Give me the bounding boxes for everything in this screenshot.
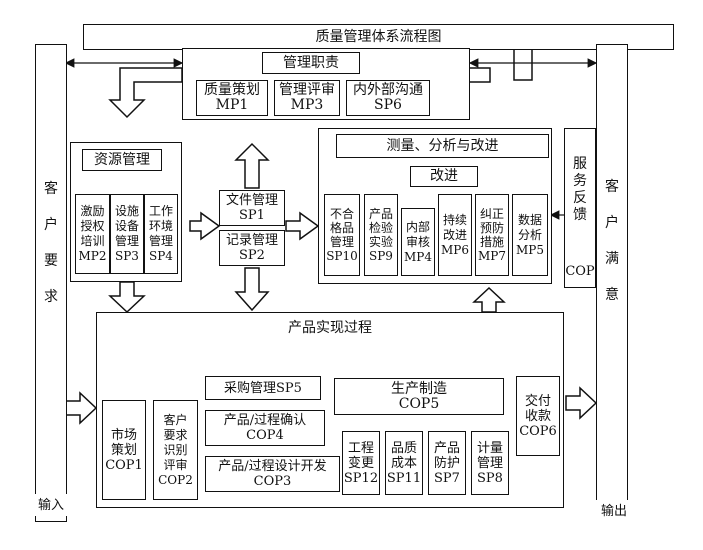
sp8-label: 计量 管理 SP8: [476, 440, 503, 486]
cop2-label: 客户 要求 识别 评审 COP2: [158, 412, 193, 487]
input-label-box: 输入: [30, 494, 72, 516]
page-title: 质量管理体系流程图: [315, 28, 442, 45]
output-label: 输出: [600, 503, 627, 519]
mp4-box: 内部 审核 MP4: [401, 208, 435, 276]
mp5-label: 数据 分析 MP5: [516, 212, 544, 257]
realization-heading-text: 产品实现过程: [288, 319, 372, 336]
sp5-box: 采购管理SP5: [205, 376, 321, 400]
sp9-label: 产品 检验 实验 SP9: [368, 207, 393, 263]
mp6-label: 持续 改进 MP6: [441, 212, 469, 257]
management-heading-text: 管理职责: [283, 54, 339, 71]
hollow-arrow-docs-up: [234, 142, 270, 189]
management-heading: 管理职责: [262, 52, 360, 74]
sp11-box: 品质 成本 SP11: [385, 431, 423, 495]
sp12-box: 工程 变更 SP12: [342, 431, 380, 495]
sp11-label: 品质 成本 SP11: [386, 440, 422, 486]
mp6-box: 持续 改进 MP6: [438, 194, 472, 276]
service-feedback-label: 服 务 反 馈: [573, 155, 587, 223]
mp1-label: 质量策划 MP1: [204, 82, 260, 113]
mp1-box: 质量策划 MP1: [196, 80, 268, 116]
mp5-box: 数据 分析 MP5: [512, 194, 548, 276]
sp4-box: 工作 环境 管理 SP4: [144, 194, 178, 274]
sp2-label: 记录管理 SP2: [225, 233, 278, 263]
sp12-label: 工程 变更 SP12: [343, 440, 379, 486]
hollow-arrow-input: [65, 391, 98, 425]
resource-heading-text: 资源管理: [94, 151, 150, 168]
resource-heading: 资源管理: [82, 149, 162, 171]
cop4-label: 产品/过程确认 COP4: [223, 413, 307, 443]
sp10-label: 不合 格品 管理 SP10: [326, 207, 358, 263]
customer-satisfaction-column: 客 户 满 意: [596, 44, 628, 522]
cop6-box: 交付 收款 COP6: [516, 376, 560, 456]
sp3-label: 设施 设备 管理 SP3: [114, 204, 139, 263]
input-label: 输入: [37, 497, 64, 513]
sp2-box: 记录管理 SP2: [219, 230, 285, 266]
mp4-label: 内部 审核 MP4: [404, 219, 432, 264]
hollow-arrow-docs-left: [189, 211, 221, 241]
cop3-box: 产品/过程设计开发 COP3: [205, 456, 340, 492]
sp10-box: 不合 格品 管理 SP10: [324, 194, 360, 276]
customer-requirement-label: 客 户 要 求: [44, 181, 58, 305]
hollow-arrow-docs-right: [285, 211, 320, 241]
mp3-box: 管理评审 MP3: [274, 80, 340, 116]
title-bar: 质量管理体系流程图: [83, 24, 674, 50]
hollow-arrow-output: [565, 386, 598, 420]
cop5-label: 生产制造 COP5: [391, 380, 447, 412]
cop2-box: 客户 要求 识别 评审 COP2: [153, 400, 198, 500]
sp7-label: 产品 防护 SP7: [433, 440, 460, 486]
sp7-box: 产品 防护 SP7: [428, 431, 466, 495]
sp6-box: 内外部沟通 SP6: [346, 80, 430, 116]
cop4-box: 产品/过程确认 COP4: [205, 410, 325, 446]
cop1-label: 市场 策划 COP1: [105, 427, 143, 473]
service-feedback-code: COP: [565, 263, 595, 279]
mp2-box: 激励 授权 培训 MP2: [75, 194, 110, 274]
sp5-label: 采购管理SP5: [224, 380, 302, 396]
cop1-box: 市场 策划 COP1: [102, 400, 146, 500]
improve-label: 改进: [430, 168, 458, 184]
cop3-label: 产品/过程设计开发 COP3: [218, 459, 327, 489]
measurement-heading: 测量、分析与改进: [336, 134, 549, 158]
mp3-label: 管理评审 MP3: [279, 82, 335, 113]
sp3-box: 设施 设备 管理 SP3: [110, 194, 144, 274]
sp1-label: 文件管理 SP1: [225, 193, 278, 223]
sp4-label: 工作 环境 管理 SP4: [148, 204, 173, 263]
mp2-label: 激励 授权 培训 MP2: [78, 204, 107, 263]
hollow-arrow-realization-up: [472, 286, 506, 313]
customer-satisfaction-label: 客 户 满 意: [605, 179, 619, 303]
improve-box: 改进: [410, 166, 478, 187]
sp8-box: 计量 管理 SP8: [471, 431, 509, 495]
realization-heading: 产品实现过程: [260, 318, 400, 338]
hollow-arrow-to-resource: [108, 67, 183, 119]
service-feedback-box: 服 务 反 馈 COP: [564, 128, 596, 288]
sp9-box: 产品 检验 实验 SP9: [364, 194, 398, 276]
hollow-arrow-docs-down: [234, 267, 270, 312]
sp1-box: 文件管理 SP1: [219, 190, 285, 226]
sp6-label: 内外部沟通 SP6: [353, 82, 423, 113]
measurement-heading-text: 测量、分析与改进: [386, 137, 499, 154]
output-label-box: 输出: [594, 500, 634, 522]
cop5-box: 生产制造 COP5: [334, 378, 504, 415]
customer-requirement-column: 客 户 要 求: [35, 44, 67, 522]
hollow-arrow-resource-down: [108, 281, 146, 314]
cop6-label: 交付 收款 COP6: [519, 393, 557, 439]
mp7-label: 纠正 预防 措施 MP7: [478, 207, 506, 263]
mp7-box: 纠正 预防 措施 MP7: [475, 194, 509, 276]
